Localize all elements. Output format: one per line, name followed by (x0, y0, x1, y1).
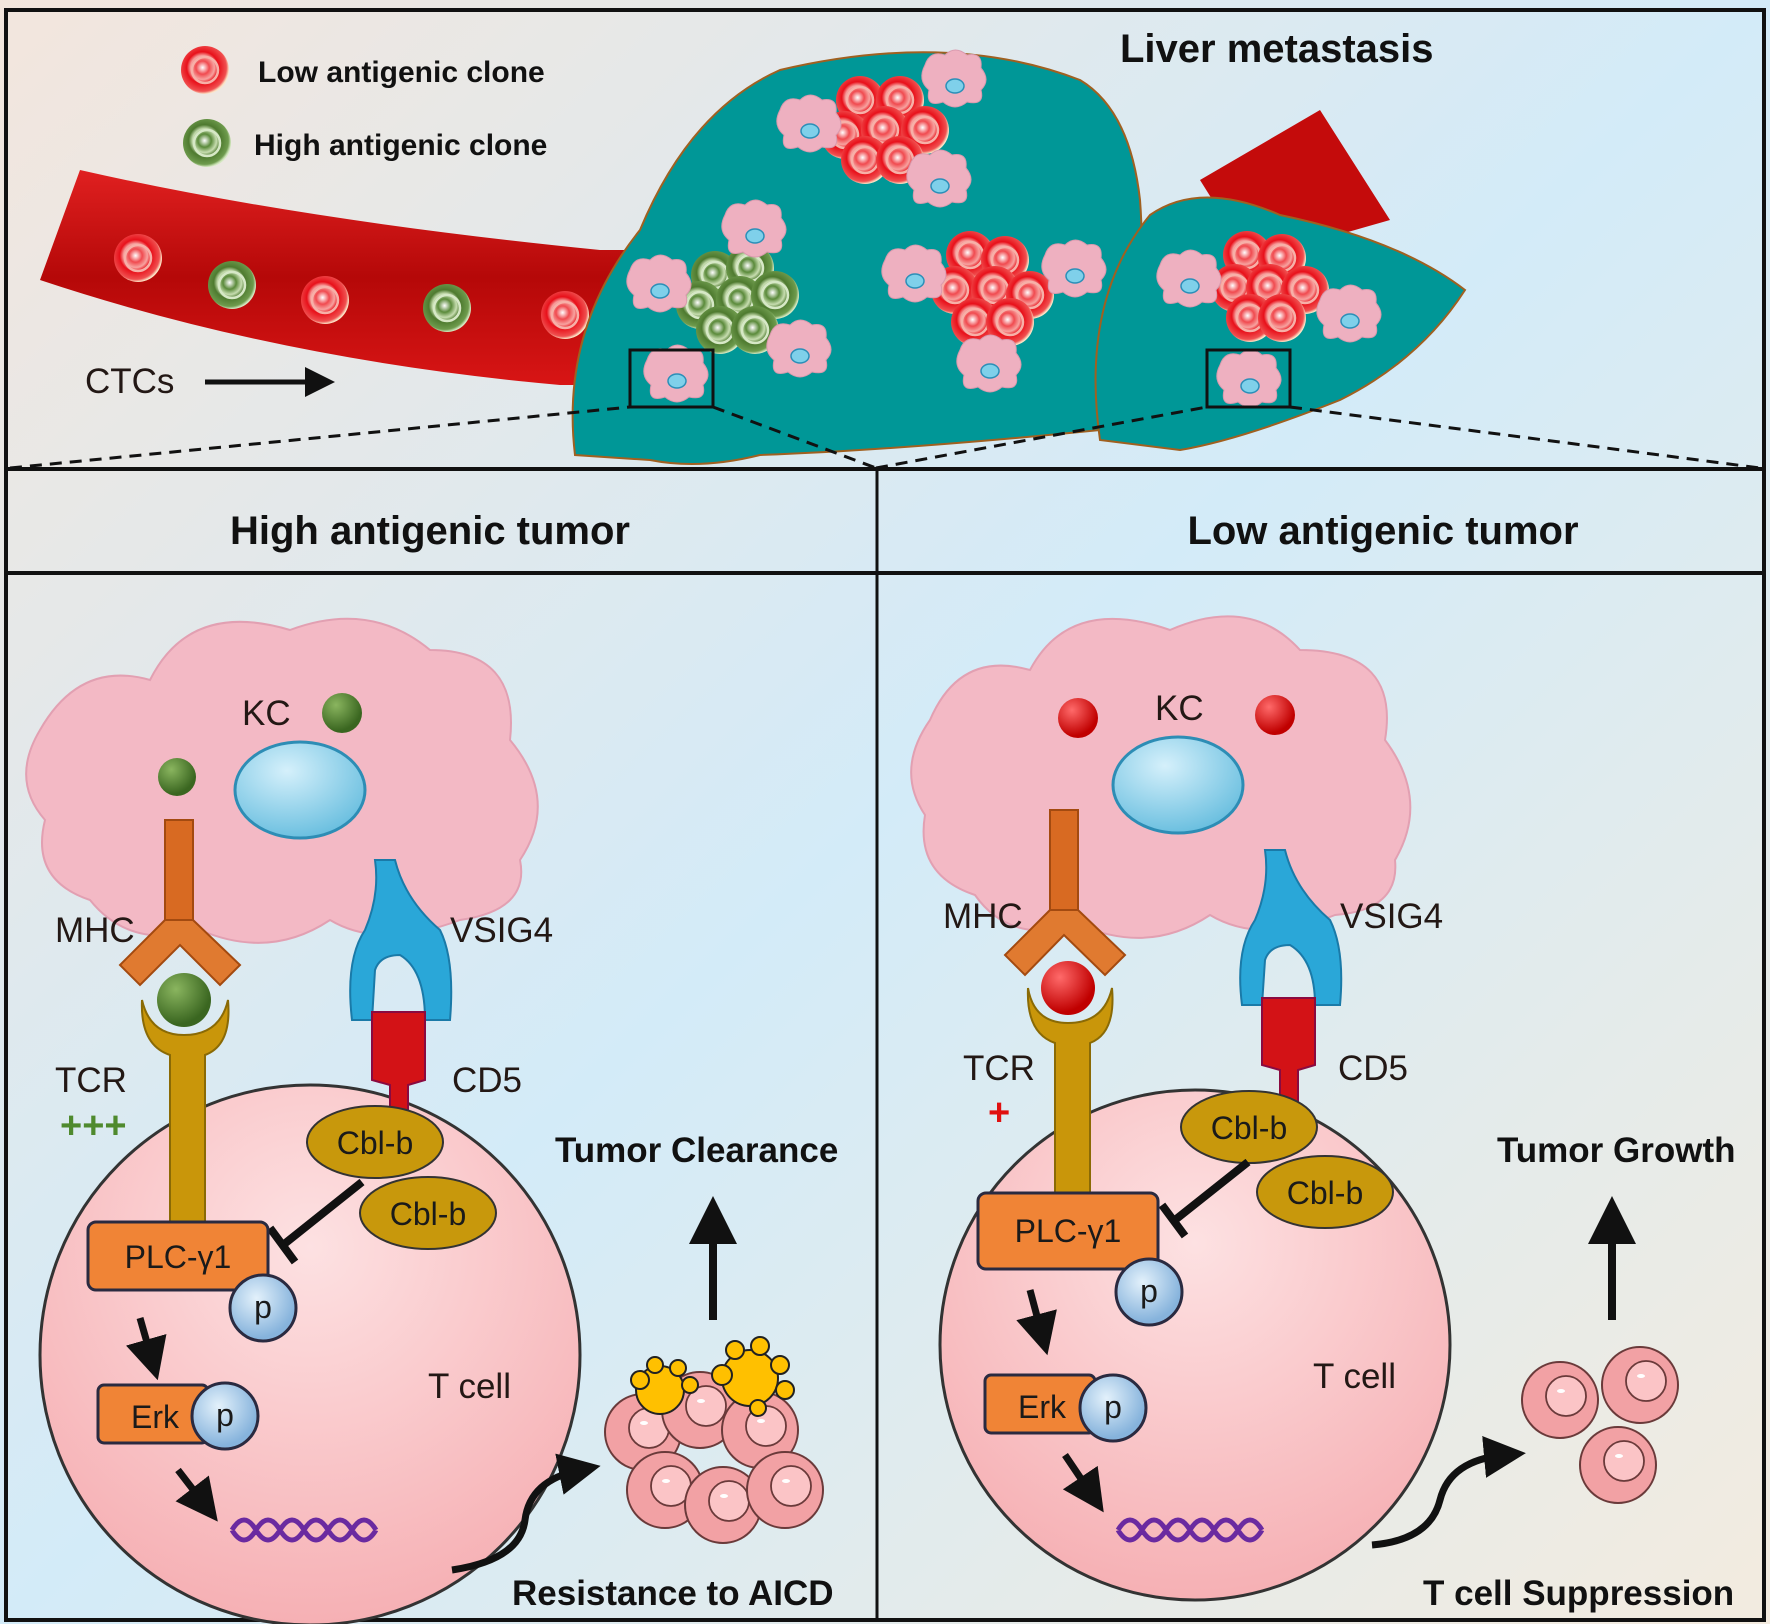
ctc-label: CTCs (85, 362, 174, 401)
dna-icon (1115, 1517, 1265, 1543)
zoom-box-low (1205, 348, 1292, 409)
ctc-high-antigenic (421, 282, 473, 334)
arrow-erk-dna (175, 1467, 218, 1522)
outcome-top: Tumor Clearance (555, 1131, 838, 1170)
t-cell (38, 1083, 582, 1624)
plc-label: PLC-γ1 (1015, 1213, 1122, 1249)
dna-icon (229, 1517, 379, 1543)
cblb-2-label: Cbl-b (1287, 1175, 1363, 1211)
legend-item-high: High antigenic clone (181, 117, 547, 169)
mhc-label: MHC (943, 897, 1023, 936)
tumor-cells-cleared (604, 1336, 824, 1544)
phospho-erk-label: p (1104, 1389, 1122, 1425)
tcr-strength: + (988, 1092, 1010, 1134)
legend: Low antigenic clone High antigenic clone (179, 44, 547, 169)
zoom-box-high (628, 348, 715, 409)
ctc-high-antigenic (206, 259, 258, 311)
cblb-2 (359, 1176, 497, 1250)
vsig4-label: VSIG4 (1340, 897, 1443, 936)
blood-vessel (40, 170, 640, 385)
legend-low-icon (179, 44, 231, 96)
cd5-label: CD5 (452, 1061, 522, 1100)
cblb-1 (306, 1105, 444, 1179)
legend-high-icon (181, 117, 233, 169)
phospho-erk (1078, 1373, 1148, 1443)
cblb-1-label: Cbl-b (1211, 1110, 1287, 1146)
mhc-receptor (118, 819, 242, 987)
tcr-receptor (1026, 987, 1114, 1221)
right-panel-title: Low antigenic tumor (1187, 509, 1578, 553)
plc-gamma1-box (86, 1220, 270, 1292)
top-title: Liver metastasis (1120, 27, 1434, 71)
curved-arrow (1371, 1435, 1526, 1549)
mhc-label: MHC (55, 911, 135, 950)
phospho-plc-label: p (1140, 1273, 1158, 1309)
curved-arrow (451, 1453, 601, 1574)
arrow-erk-dna (1062, 1453, 1104, 1513)
left-panel-title: High antigenic tumor (230, 509, 630, 553)
tcr-label: TCR (55, 1061, 127, 1100)
antigen-dot (1255, 695, 1295, 735)
antigen-dot (1058, 698, 1098, 738)
outcome-top: Tumor Growth (1497, 1131, 1736, 1170)
cblb-1 (1180, 1090, 1318, 1164)
inhibition-line (1158, 1158, 1251, 1239)
vsig4-receptor (349, 859, 453, 1021)
cd5-label: CD5 (1338, 1049, 1408, 1088)
ctc-low-antigenic (539, 289, 591, 341)
antigen-dot (322, 693, 362, 733)
legend-item-low: Low antigenic clone (179, 44, 545, 96)
tcell-label: T cell (1313, 1357, 1396, 1396)
tcr-label: TCR (963, 1049, 1035, 1088)
ctc-low-antigenic (112, 232, 164, 284)
kc-label: KC (1155, 689, 1204, 728)
kc-nucleus (233, 740, 367, 840)
outcome-bottom: T cell Suppression (1423, 1574, 1734, 1613)
cblb-2 (1256, 1155, 1394, 1229)
cblb-2-label: Cbl-b (390, 1196, 466, 1232)
erk-label: Erk (1018, 1389, 1067, 1425)
tcr-receptor (140, 999, 230, 1231)
inhibition-line (266, 1178, 365, 1265)
tcr-strength: +++ (60, 1105, 127, 1147)
antigen-peptide (157, 973, 211, 1027)
left-panel: KC MHC TCR +++ VSIG4 CD5 Cbl-b Cbl-b PLC… (25, 617, 838, 1624)
arrow-plc-erk (1016, 1289, 1057, 1356)
phospho-plc-label: p (254, 1289, 272, 1325)
phospho-erk (190, 1381, 260, 1451)
mhc-receptor (1003, 809, 1127, 977)
outcome-bottom: Resistance to AICD (512, 1574, 834, 1613)
arrow-plc-erk (126, 1317, 167, 1381)
phospho-plc (228, 1273, 298, 1343)
top-panel: CTCs Low antigenic clone High antigenic … (9, 27, 1761, 470)
plc-gamma1-box (976, 1191, 1160, 1271)
kc-label: KC (242, 694, 291, 733)
legend-low-label: Low antigenic clone (258, 56, 545, 89)
cblb-1-label: Cbl-b (337, 1125, 413, 1161)
phospho-erk-label: p (216, 1397, 234, 1433)
vsig4-receptor (1239, 849, 1343, 1006)
vsig4-label: VSIG4 (450, 911, 553, 950)
legend-high-label: High antigenic clone (254, 129, 547, 162)
antigen-peptide (1041, 961, 1095, 1015)
tcell-label: T cell (428, 1367, 511, 1406)
panel-borders (4, 8, 1766, 1622)
ctc-low-antigenic (299, 274, 351, 326)
phospho-plc (1114, 1257, 1184, 1327)
zoom-guides (9, 405, 1761, 470)
right-panel: KC MHC TCR + VSIG4 CD5 Cbl-b Cbl-b PLC-γ… (910, 615, 1736, 1613)
antigen-dot (158, 758, 196, 796)
kc-nucleus (1111, 735, 1245, 835)
erk-label: Erk (131, 1399, 180, 1435)
plc-label: PLC-γ1 (125, 1239, 232, 1275)
